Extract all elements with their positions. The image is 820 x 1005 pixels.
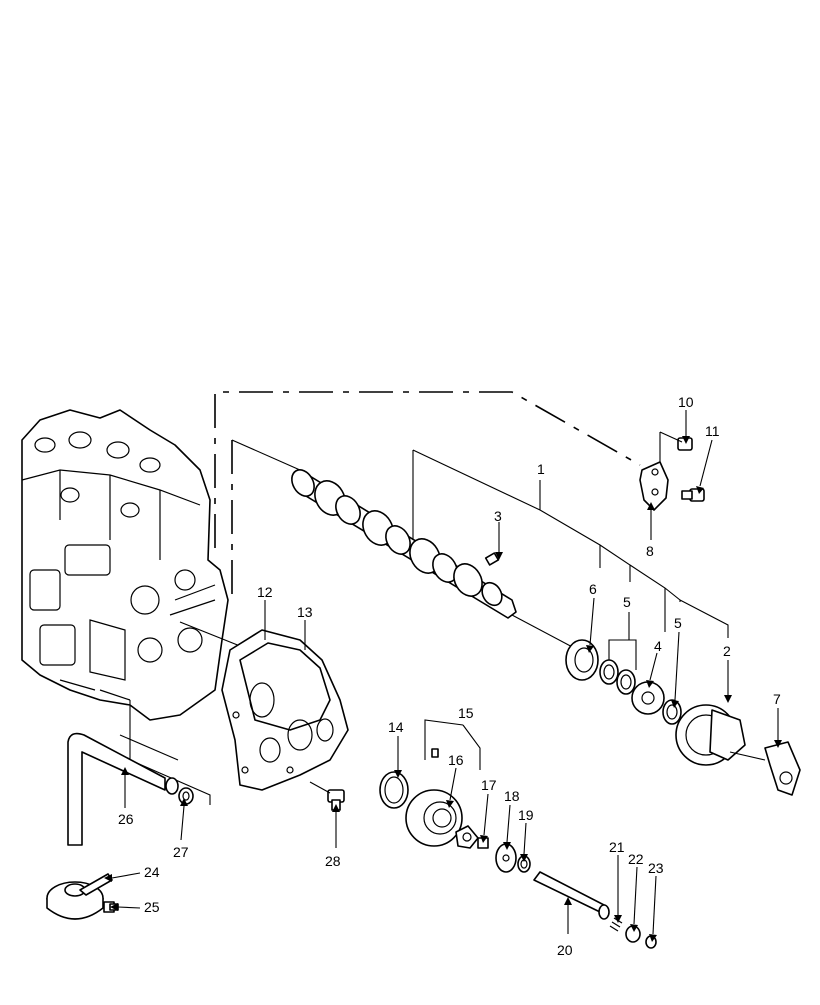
callout-10: 10 xyxy=(678,394,694,410)
callout-20: 20 xyxy=(557,942,573,958)
callout-11: 11 xyxy=(705,423,720,439)
callout-5-right: 5 xyxy=(674,615,682,631)
callout-17: 17 xyxy=(481,777,497,793)
callout-15: 15 xyxy=(458,705,474,721)
callout-21: 21 xyxy=(609,839,625,855)
callout-27: 27 xyxy=(173,844,189,860)
callout-28: 28 xyxy=(325,853,341,869)
arrowheads xyxy=(104,436,782,942)
callout-23: 23 xyxy=(648,860,664,876)
callout-7: 7 xyxy=(773,691,781,707)
leader-lines xyxy=(111,410,779,935)
timing-cover-plate xyxy=(221,629,349,791)
callout-3: 3 xyxy=(494,508,502,524)
bracket-8 xyxy=(639,431,705,511)
callout-18: 18 xyxy=(504,788,520,804)
callout-25: 25 xyxy=(144,899,160,915)
cover-7 xyxy=(764,741,801,796)
camshaft-parts xyxy=(565,639,766,766)
engine-block xyxy=(21,409,229,721)
callout-13: 13 xyxy=(297,604,313,620)
callout-8: 8 xyxy=(646,543,654,559)
reference-lines xyxy=(119,391,641,805)
callout-22: 22 xyxy=(628,851,644,867)
camshaft xyxy=(291,469,579,651)
callout-5-left: 5 xyxy=(623,594,631,610)
callout-2: 2 xyxy=(723,643,731,659)
callout-labels: 1 2 3 4 5 5 6 7 8 10 11 12 13 14 15 16 1… xyxy=(118,394,781,958)
callout-1: 1 xyxy=(537,461,545,477)
callout-12: 12 xyxy=(257,584,273,600)
callout-6: 6 xyxy=(589,581,597,597)
callout-16: 16 xyxy=(448,752,464,768)
callout-24: 24 xyxy=(144,864,160,880)
callout-14: 14 xyxy=(388,719,404,735)
callout-26: 26 xyxy=(118,811,134,827)
bolt-28 xyxy=(309,781,345,811)
callout-19: 19 xyxy=(518,807,534,823)
callout-4: 4 xyxy=(654,638,662,654)
